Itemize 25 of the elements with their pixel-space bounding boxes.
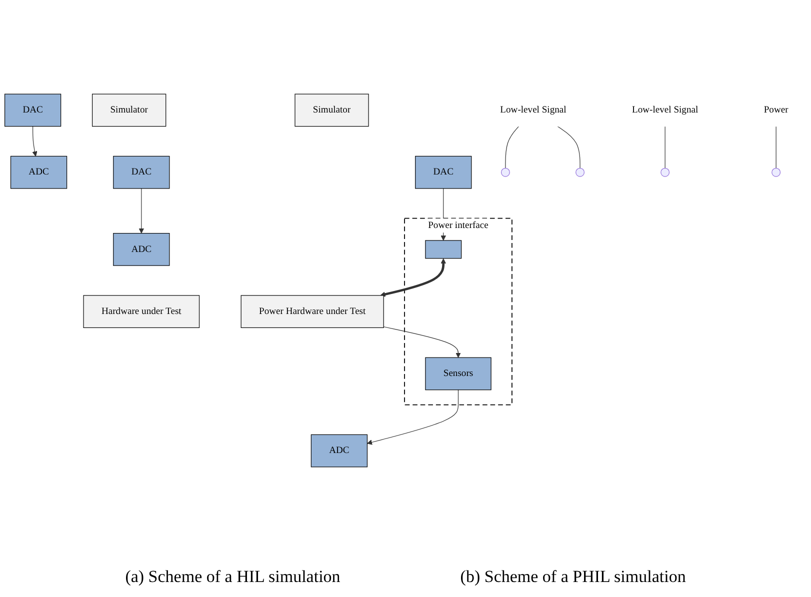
node-box: DAC — [4, 94, 62, 127]
connector — [505, 126, 520, 168]
figure-caption: (a) Scheme of a HIL simulation — [125, 567, 340, 587]
node-box: Hardware under Test — [83, 295, 200, 328]
arrow — [383, 326, 461, 358]
node-box: ADC — [10, 156, 68, 189]
connector — [664, 126, 666, 168]
arrow — [380, 258, 446, 297]
node-box — [425, 240, 462, 259]
connector — [557, 126, 580, 168]
node-box: Sensors — [425, 357, 492, 390]
node-box: Simulator — [92, 94, 166, 127]
arrow — [32, 126, 38, 156]
node-box: DAC — [415, 156, 472, 189]
arrow — [367, 390, 459, 445]
node-box: DAC — [113, 156, 170, 189]
node-text: Low-level Signal — [500, 104, 566, 115]
figure-caption: (b) Scheme of a PHIL simulation — [460, 567, 686, 587]
node-box: Simulator — [294, 94, 369, 127]
node-text: Power — [764, 104, 788, 115]
arrow — [138, 188, 144, 234]
node-box: Power Hardware under Test — [240, 295, 384, 328]
node-text: Low-level Signal — [632, 104, 698, 115]
node-box: ADC — [310, 434, 368, 468]
node-box: ADC — [113, 233, 170, 266]
